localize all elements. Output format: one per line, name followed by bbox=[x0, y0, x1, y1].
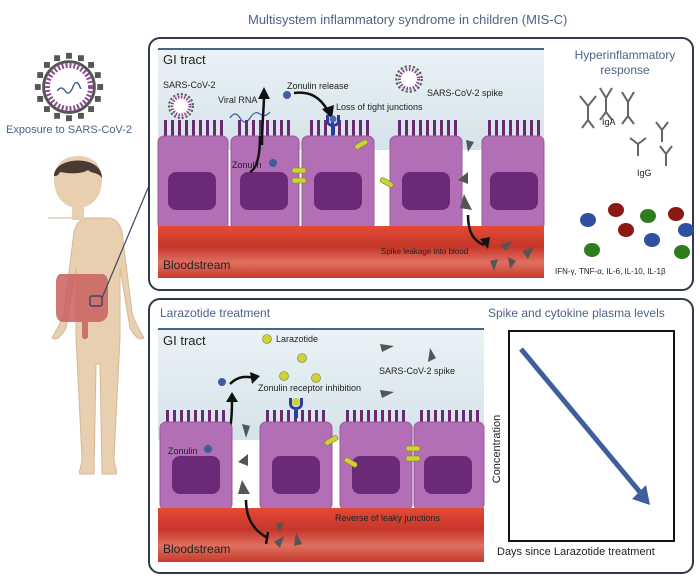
cytokine-dot bbox=[580, 213, 596, 227]
chart-title: Spike and cytokine plasma levels bbox=[488, 306, 665, 320]
cytokine-dot bbox=[668, 207, 684, 221]
chart-ylabel: Concentration bbox=[491, 414, 503, 484]
virus-icon-1 bbox=[168, 93, 194, 119]
panel2-title: Larazotide treatment bbox=[160, 306, 271, 320]
exposure-label: Exposure to SARS-CoV-2 bbox=[6, 124, 132, 136]
cytokine-dot bbox=[674, 245, 690, 259]
zonulin-icon-1 bbox=[269, 159, 277, 167]
concentration-chart bbox=[508, 330, 675, 542]
cytokine-dot bbox=[618, 223, 634, 237]
zonulin-icon-2 bbox=[204, 445, 212, 453]
larazotide-icon bbox=[262, 334, 272, 344]
larazotide-label: Larazotide bbox=[276, 334, 319, 344]
cytokine-dot bbox=[608, 203, 624, 217]
reverse-label: Reverse of leaky junctions bbox=[335, 513, 441, 523]
virus-icon-2 bbox=[395, 65, 423, 93]
hyper-title: Hyperinflammatory response bbox=[560, 48, 690, 78]
top-title: Multisystem inflammatory syndrome in chi… bbox=[248, 12, 568, 27]
gi-tract-label-2: GI tract bbox=[163, 333, 206, 348]
iga-label: IgA bbox=[602, 117, 616, 127]
zonulin-label-1: Zonulin bbox=[232, 160, 262, 170]
cytokine-dot bbox=[644, 233, 660, 247]
chart-xlabel: Days since Larazotide treatment bbox=[497, 546, 655, 558]
blocked-spike-icons bbox=[244, 499, 302, 548]
spike-label-1: SARS-CoV-2 spike bbox=[427, 88, 504, 98]
cytokines-label: IFN-γ, TNF-α, IL-6, IL-10, IL-1β bbox=[555, 267, 666, 276]
cytokine-dot bbox=[678, 223, 694, 237]
larazotide-dots bbox=[279, 353, 321, 383]
epithelium-1 bbox=[157, 120, 545, 231]
antibodies-icon bbox=[579, 87, 673, 166]
bloodstream-label-1: Bloodstream bbox=[163, 258, 231, 272]
epithelium-2 bbox=[159, 410, 485, 511]
spike-leak-icons bbox=[466, 214, 534, 271]
trend-line bbox=[519, 347, 646, 499]
bloodstream-1 bbox=[158, 226, 544, 278]
igg-label: IgG bbox=[637, 168, 652, 178]
sars-label-1: SARS-CoV-2 bbox=[163, 80, 216, 90]
trend-arrowhead bbox=[632, 485, 650, 505]
loss-tight-label: Loss of tight junctions bbox=[336, 102, 423, 112]
hyper-title-line2: response bbox=[600, 63, 650, 77]
spike-label-2: SARS-CoV-2 spike bbox=[379, 366, 456, 376]
bloodstream-2 bbox=[158, 508, 484, 562]
viral-rna-label: Viral RNA bbox=[218, 95, 258, 105]
sars-cov-2-virus-icon bbox=[34, 52, 104, 122]
intestine bbox=[56, 274, 108, 339]
hyper-title-line1: Hyperinflammatory bbox=[574, 48, 676, 62]
spike-icons-2 bbox=[380, 344, 436, 398]
cytokine-dot bbox=[640, 209, 656, 223]
zonulin-label-2: Zonulin bbox=[168, 446, 198, 456]
zonulin-receptor-label: Zonulin receptor inhibition bbox=[258, 383, 362, 393]
zonulin-release-arrow bbox=[258, 87, 334, 146]
cytokine-dot bbox=[584, 243, 600, 257]
spike-leak-label: Spike leakage into blood bbox=[381, 247, 469, 256]
cytokines-icon bbox=[580, 203, 694, 259]
child-body-illustration bbox=[48, 156, 149, 475]
bloodstream-label-2: Bloodstream bbox=[163, 542, 231, 556]
gi-tract-label-1: GI tract bbox=[163, 52, 206, 67]
zonulin-release-label: Zonulin release bbox=[287, 81, 349, 91]
zonulin-receptor-icon-2 bbox=[289, 398, 303, 418]
zonulin-receptor-icon-1 bbox=[326, 115, 340, 135]
